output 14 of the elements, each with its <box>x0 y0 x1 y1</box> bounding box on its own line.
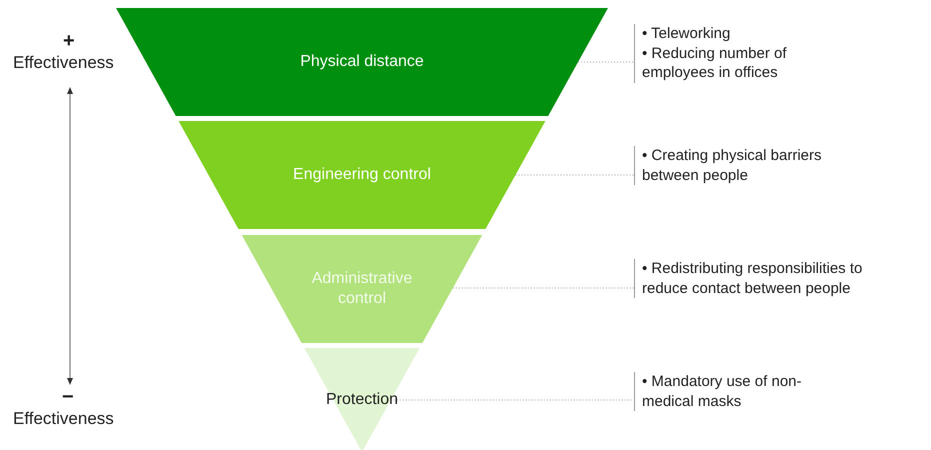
band-label: Physical distance <box>300 52 424 72</box>
sign-label: + <box>63 30 75 53</box>
axis-label: Effectiveness <box>13 53 114 73</box>
leader-line <box>514 174 634 176</box>
bullet-text: • Redistributing responsibilities to reduce contact between people <box>642 259 864 298</box>
band-label: Engineering control <box>293 165 431 185</box>
bullet-text: • Mandatory use of non-medical masks <box>642 372 802 411</box>
bullet-text: • Reducing number of employees in offices <box>642 44 788 82</box>
band-label: Protection <box>326 390 398 410</box>
axis-label: Effectiveness <box>13 409 114 429</box>
sign-label: − <box>62 386 74 409</box>
band-label: Administrative control <box>310 269 414 309</box>
bullet-text: • Creating physical barriers between people <box>642 146 822 185</box>
bullet-text: • Teleworking <box>642 24 732 44</box>
